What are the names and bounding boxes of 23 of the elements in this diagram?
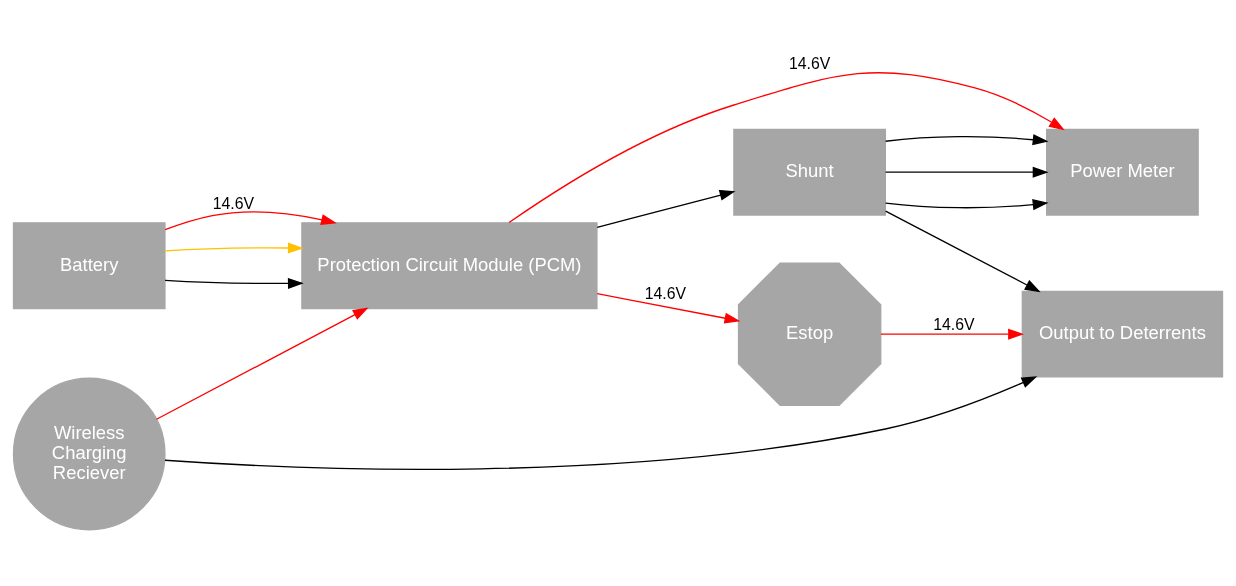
arrow <box>884 199 1049 211</box>
edge-label: 14.6V <box>788 54 831 72</box>
arrow <box>884 210 1041 293</box>
node-box: Battery <box>12 222 166 310</box>
node-box: Power Meter <box>1046 128 1199 216</box>
arrow <box>884 134 1049 146</box>
node-circle: Wireless Charging Reciever <box>12 377 166 531</box>
edge-label: 14.6V <box>933 315 975 333</box>
arrow <box>508 72 1065 224</box>
arrow <box>884 166 1049 178</box>
arrow <box>596 293 741 324</box>
edge-label: 14.6V <box>212 194 255 212</box>
edge-label: 14.6V <box>644 285 687 303</box>
arrow <box>596 189 736 229</box>
arrow <box>164 242 304 254</box>
arrow <box>155 307 369 420</box>
node-box: Shunt <box>733 128 886 216</box>
node-box: Output to Deterrents <box>1021 290 1224 378</box>
arrow <box>164 376 1038 470</box>
arrow <box>164 277 304 289</box>
node-box: Protection Circuit Module (PCM) <box>301 222 598 310</box>
arrow <box>880 328 1024 340</box>
arrow <box>164 211 337 231</box>
